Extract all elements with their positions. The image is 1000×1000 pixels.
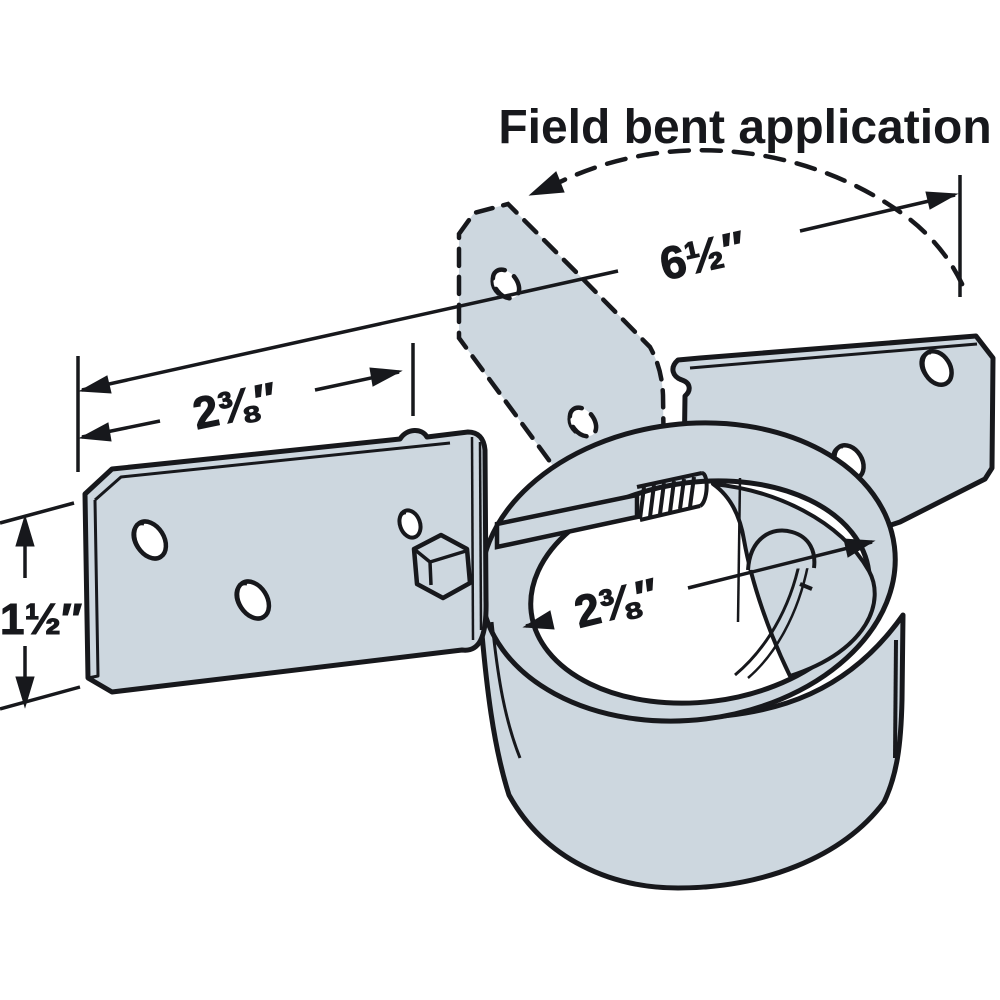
pipe-clamp-ring <box>476 420 906 891</box>
dim-clamp-arrow-left <box>522 610 555 630</box>
clamp-inner-wall-highlight-1 <box>734 559 802 677</box>
dim-flange-height: 1½″ <box>0 514 83 709</box>
bend-arc-dashed-line <box>545 148 966 289</box>
hex-bolt-head-facets <box>412 547 467 586</box>
left-flange <box>82 428 489 695</box>
page-title: Field bent application <box>498 101 991 154</box>
tick-height-bottom <box>0 685 81 711</box>
left-flange-top-edge-thickness <box>94 441 451 502</box>
dim-left-flange-arrow-left <box>78 422 112 442</box>
dim-overall-arrow-left <box>78 375 112 394</box>
bent-flange-hole-bottom <box>567 405 599 439</box>
hex-bolt-head <box>411 532 473 601</box>
dim-left-flange-arrow-right <box>369 367 403 387</box>
extension-line-clamp-center <box>736 477 742 623</box>
left-flange-bend-crease-1 <box>470 436 475 641</box>
hex-bolt-head-outline <box>411 532 473 601</box>
bend-motion-arc <box>528 148 966 289</box>
dim-overall-arrow-right <box>925 191 959 210</box>
dim-height-arrow-down <box>15 676 35 709</box>
bent-flange-hole-top-thickness <box>490 271 500 296</box>
bent-flange-hole-top <box>490 267 522 301</box>
bent-flange-hole-bottom-thickness <box>567 409 577 434</box>
dim-overall-line-left <box>81 269 619 392</box>
left-flange-hole-inner-thickness <box>234 582 248 614</box>
tick-height-top <box>0 501 75 525</box>
dim-clamp-arrow-right <box>843 538 876 558</box>
bolt-shaft <box>494 492 640 550</box>
dim-height-arrow-up <box>15 514 35 547</box>
left-flange-bend-crease-2 <box>478 441 483 631</box>
annotation-layer: 6½″ 2⅜″ 2⅜″ 1½″ <box>0 101 992 711</box>
dim-clamp-line-right <box>687 540 873 590</box>
dim-height-label: 1½″ <box>0 595 82 644</box>
dim-left-flange-label: 2⅜″ <box>188 372 281 439</box>
dim-overall-label: 6½″ <box>655 221 750 291</box>
right-flange-top-edge-thickness <box>689 342 978 370</box>
left-flange-hole-outer-thickness <box>131 522 145 554</box>
bend-arc-arrowhead <box>528 171 565 196</box>
clamp-inner-wall-highlight-2 <box>747 564 810 679</box>
clamp-seam-line <box>490 621 522 759</box>
left-flange-left-edge-thickness <box>87 499 100 680</box>
right-flange-hole-outer-thickness <box>919 351 932 381</box>
bolt-threads <box>636 471 709 522</box>
carriage-bolt <box>494 471 709 550</box>
clamp-wall-right-edge <box>893 639 898 759</box>
clamp-strap-end-mark <box>799 582 813 591</box>
bend-tab-hole-thickness <box>398 511 407 534</box>
left-flange-plate <box>82 428 489 695</box>
